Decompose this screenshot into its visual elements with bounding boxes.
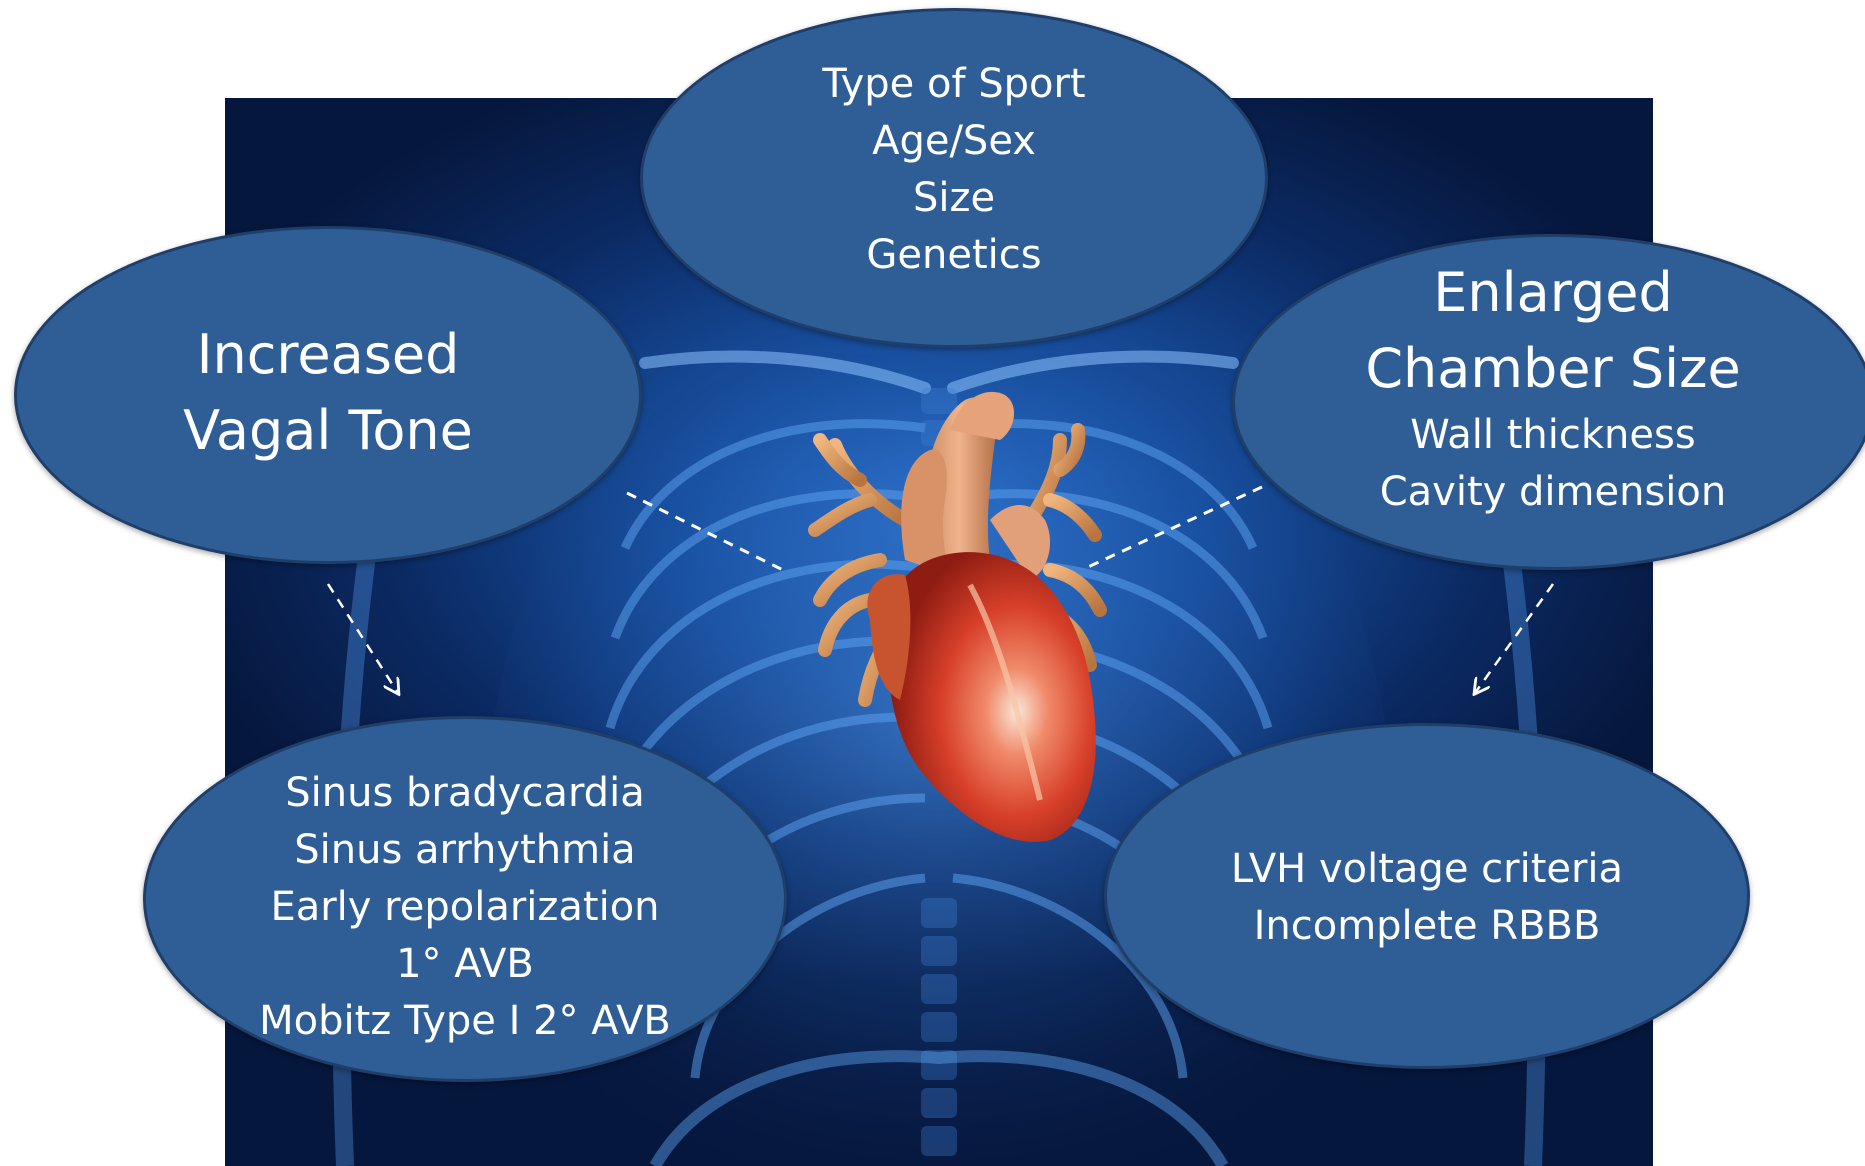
determinants-bubble: Type of Sport Age/Sex Size Genetics: [640, 8, 1268, 348]
finding-item: Sinus bradycardia: [259, 765, 671, 822]
vagal-findings-bubble: Sinus bradycardia Sinus arrhythmia Early…: [143, 716, 787, 1082]
vagal-tone-bubble: Increased Vagal Tone: [14, 226, 642, 564]
determinant-item: Type of Sport: [822, 56, 1085, 113]
chamber-findings-bubble: LVH voltage criteria Incomplete RBBB: [1104, 723, 1750, 1069]
chamber-findings-list: LVH voltage criteria Incomplete RBBB: [1231, 841, 1623, 955]
finding-item: 1° AVB: [259, 936, 671, 993]
chamber-size-bubble: Enlarged Chamber Size Wall thickness Cav…: [1232, 234, 1865, 570]
finding-item: LVH voltage criteria: [1231, 841, 1623, 898]
finding-item: Incomplete RBBB: [1231, 898, 1623, 955]
determinant-item: Genetics: [822, 227, 1085, 284]
heading-line: Increased: [183, 317, 473, 393]
chamber-size-details: Wall thickness Cavity dimension: [1365, 407, 1740, 521]
determinant-item: Age/Sex: [822, 113, 1085, 170]
finding-item: Early repolarization: [259, 879, 671, 936]
determinants-list: Type of Sport Age/Sex Size Genetics: [822, 56, 1085, 284]
detail-line: Cavity dimension: [1365, 464, 1740, 521]
heading-line: Enlarged: [1365, 255, 1740, 331]
detail-line: Wall thickness: [1365, 407, 1740, 464]
chamber-size-content: Enlarged Chamber Size Wall thickness Cav…: [1365, 255, 1740, 521]
heading-line: Vagal Tone: [183, 393, 473, 469]
chamber-size-heading: Enlarged Chamber Size: [1365, 255, 1740, 407]
vagal-tone-heading: Increased Vagal Tone: [183, 317, 473, 469]
vagal-findings-list: Sinus bradycardia Sinus arrhythmia Early…: [259, 765, 671, 1050]
finding-item: Sinus arrhythmia: [259, 822, 671, 879]
finding-item: Mobitz Type I 2° AVB: [259, 993, 671, 1050]
determinant-item: Size: [822, 170, 1085, 227]
heading-line: Chamber Size: [1365, 331, 1740, 407]
